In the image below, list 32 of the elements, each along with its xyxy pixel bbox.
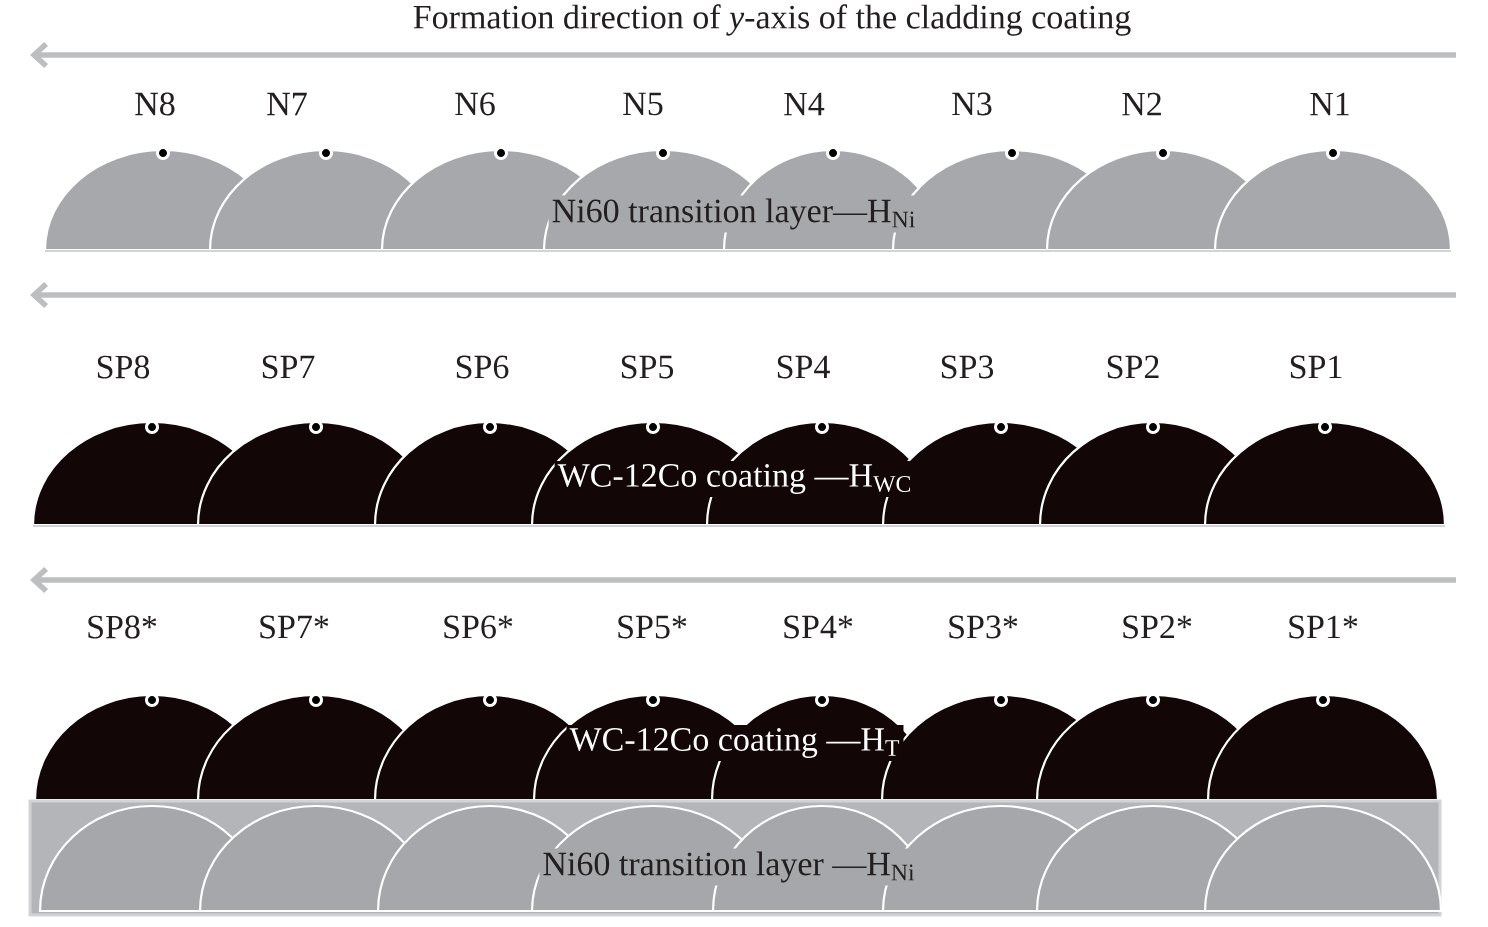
node-label: T <box>885 740 900 756</box>
bead-row: WC-12Co coating —H$_{T}$ <box>33 693 1440 802</box>
point-label: N5 <box>623 92 663 116</box>
point-label: SP4* <box>784 615 853 639</box>
point-label: SP3* <box>949 615 1018 639</box>
point-label: SP7* <box>260 615 329 639</box>
point-label: SP7 <box>262 355 315 379</box>
point-label: SP3 <box>941 355 994 379</box>
bead-row: WC-12Co coating —H$_{WC}$ <box>31 420 1447 527</box>
node-label: Ni <box>892 211 915 228</box>
point-label: N2 <box>1122 92 1161 116</box>
direction-label: Formation direction of y-axis of the cladding coating <box>413 4 1131 36</box>
bead-row: Ni60 transition layer—H$_{Ni}$ <box>43 148 1453 252</box>
point-label: SP6 <box>456 355 509 379</box>
point-label: N4 <box>784 92 825 116</box>
point-label: SP1 <box>1290 355 1342 379</box>
point-label: SP2* <box>1123 615 1192 639</box>
node-label: WC <box>873 476 911 493</box>
point-label: SP1* <box>1289 615 1358 639</box>
point-label: SP5 <box>621 355 674 379</box>
point-label: SP8* <box>88 615 157 639</box>
point-label: N3 <box>952 92 992 116</box>
point-label: N6 <box>455 92 495 116</box>
point-label: N8 <box>135 92 175 116</box>
point-label: SP6* <box>444 615 513 639</box>
point-label: N7 <box>267 92 307 116</box>
layer-band: Ni60 transition layer —H$_{Ni}$ <box>28 799 1443 917</box>
point-label: SP4 <box>777 355 830 379</box>
point-label: SP5* <box>618 615 687 639</box>
point-label: SP2 <box>1107 355 1159 379</box>
point-label: N1 <box>1310 92 1349 116</box>
point-label: SP8 <box>97 355 150 379</box>
